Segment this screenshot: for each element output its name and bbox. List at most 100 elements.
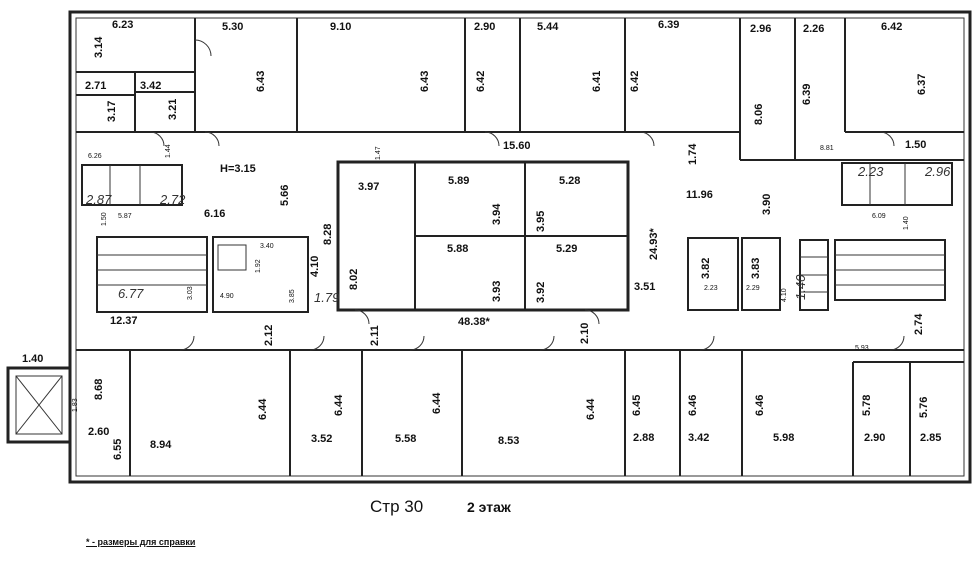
core-room-label: 5.89 — [448, 175, 469, 187]
core-room-label: 5.28 — [559, 175, 580, 187]
handwritten-label: 1.79 — [314, 290, 339, 305]
room-label: 5.78 — [861, 395, 873, 416]
core-room-label: 5.29 — [556, 243, 577, 255]
corridor-label: 48.38* — [458, 316, 491, 328]
room-label: 6.44 — [431, 392, 443, 414]
small-label: 6.26 — [88, 153, 102, 160]
room-label: 6.37 — [916, 74, 928, 95]
room-label: 3.14 — [93, 36, 105, 58]
room-label: 2.96 — [750, 23, 771, 35]
corridor-label: 1.74 — [687, 143, 699, 165]
corridor-label: 8.28 — [322, 224, 334, 245]
room-label: 8.94 — [150, 439, 172, 451]
room-label: 6.43 — [419, 71, 431, 92]
doors — [149, 39, 905, 351]
room-label: 6.39 — [801, 84, 813, 105]
room-label: 6.44 — [257, 398, 269, 420]
room-label: 8.68 — [93, 379, 105, 400]
core-room-label: 3.94 — [491, 203, 503, 225]
room-label: 6.44 — [333, 394, 345, 416]
room-label: 2.60 — [88, 426, 109, 438]
corridor-label: 2.12 — [263, 325, 275, 346]
small-label: 2.23 — [704, 285, 718, 292]
handwritten-label: 1.40 — [793, 274, 808, 300]
core-room-label: 3.93 — [491, 281, 503, 302]
handwritten-label: 6.77 — [118, 286, 144, 301]
small-label: 4.90 — [220, 293, 234, 300]
room-label: 6.43 — [255, 71, 267, 92]
floor-label: 2 этаж — [467, 499, 511, 515]
room-label: 2.85 — [920, 432, 941, 444]
room-label: 6.42 — [475, 71, 487, 92]
small-label: 6.09 — [872, 213, 886, 220]
small-label: 3.85 — [289, 289, 296, 303]
corridor-label: 5.66 — [279, 185, 291, 206]
small-label: 5.87 — [118, 213, 132, 220]
corridor-label: 3.51 — [634, 281, 655, 293]
small-label: 1.44 — [165, 144, 172, 158]
handwritten-label: 2.72 — [159, 192, 186, 207]
room-label: 6.44 — [585, 398, 597, 420]
room-label: 2.88 — [633, 432, 654, 444]
outer-wall — [68, 10, 972, 484]
corridor-label: 6.16 — [204, 208, 225, 220]
room-label: 2.90 — [864, 432, 885, 444]
small-label: 4.10 — [781, 288, 788, 302]
core-room-label: 3.82 — [700, 258, 712, 279]
handwritten-label: 2.23 — [857, 164, 884, 179]
corridor-label: 2.10 — [579, 323, 591, 344]
corridor-label: 1.40 — [22, 353, 43, 365]
room-label: 9.10 — [330, 21, 351, 33]
room-label: 8.53 — [498, 435, 519, 447]
right-service-block — [799, 162, 953, 311]
room-label: 3.17 — [106, 101, 118, 122]
room-label: 2.26 — [803, 23, 824, 35]
room-label: 6.42 — [629, 71, 641, 92]
small-label: 1.50 — [101, 212, 108, 226]
room-label: 6.55 — [112, 439, 124, 460]
room-label: 2.90 — [474, 21, 495, 33]
room-label: 3.52 — [311, 433, 332, 445]
room-label: 6.45 — [631, 395, 643, 416]
left-service-block — [81, 164, 309, 313]
room-label: 6.46 — [687, 395, 699, 416]
room-label: 8.06 — [753, 104, 765, 125]
bottom-rooms — [76, 349, 964, 476]
core-room-label: 3.97 — [358, 181, 379, 193]
room-label: 5.30 — [222, 21, 243, 33]
small-label: 1.92 — [255, 259, 262, 273]
small-label: 1.40 — [903, 216, 910, 230]
corridor-label: 12.37 — [110, 315, 138, 327]
core-room-label: 5.88 — [447, 243, 468, 255]
room-labels: 6.23 3.14 2.71 3.17 3.42 3.21 5.30 6.43 … — [22, 19, 951, 460]
small-label: 3.03 — [187, 286, 194, 300]
corridor-label: 24.93* — [648, 227, 660, 260]
room-label: 3.42 — [688, 432, 709, 444]
top-rooms — [76, 18, 964, 161]
corridor-label: 1.47 — [375, 146, 382, 160]
footnote: * - размеры для справки — [86, 537, 196, 547]
core-room-label: 3.83 — [750, 258, 762, 279]
room-label: 5.44 — [537, 21, 559, 33]
corridor-label: 8.81 — [820, 145, 834, 152]
corridor-label: 1.50 — [905, 139, 926, 151]
core-room-label: 3.92 — [535, 282, 547, 303]
corridor-label: 4.10 — [309, 256, 321, 277]
room-label: 3.42 — [140, 80, 161, 92]
corridor-label: 5.93 — [855, 345, 869, 352]
core-room-label: 3.95 — [535, 211, 547, 232]
room-label: 5.58 — [395, 433, 416, 445]
corridor-label: 2.74 — [913, 313, 925, 335]
corridor-label: H=3.15 — [220, 163, 256, 175]
room-label: 6.39 — [658, 19, 679, 31]
corridor-label: 3.90 — [761, 194, 773, 215]
room-label: 6.46 — [754, 395, 766, 416]
corridor-label: 1.83 — [72, 398, 79, 412]
room-label: 5.76 — [918, 397, 930, 418]
room-label: 6.41 — [591, 71, 603, 92]
small-label: 2.29 — [746, 285, 760, 292]
corridor-label: 2.11 — [369, 325, 381, 346]
small-label: 3.40 — [260, 243, 274, 250]
central-core — [336, 160, 781, 312]
